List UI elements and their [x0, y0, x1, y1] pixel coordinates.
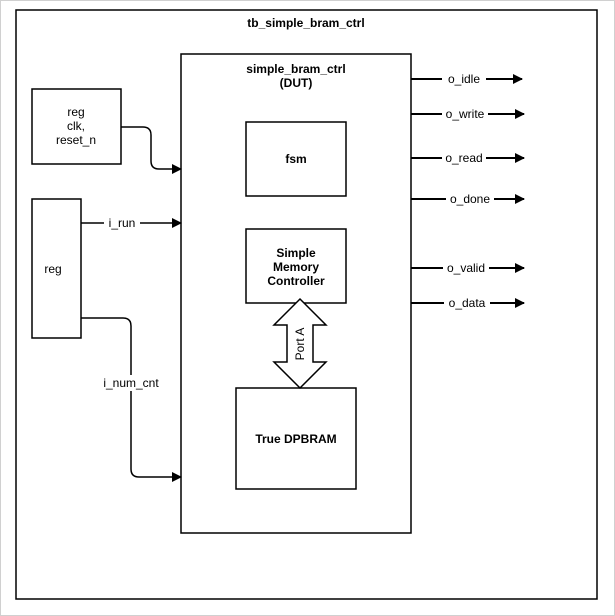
- reg-clk-label-3: reset_n: [56, 133, 96, 147]
- o-done-label-bg: [446, 191, 494, 207]
- fsm-block: [245, 121, 347, 197]
- reg-label: reg: [44, 262, 61, 276]
- o-data-label: o_data: [449, 296, 486, 310]
- o-write-label: o_write: [446, 107, 485, 121]
- o-idle-label: o_idle: [448, 72, 480, 86]
- reg-box: [31, 198, 82, 339]
- bram-label: True DPBRAM: [255, 432, 336, 446]
- clk-connector: [121, 126, 182, 174]
- testbench-frame: [15, 9, 598, 600]
- i-num-cnt-label-bg: [99, 375, 163, 391]
- o-read-label-bg: [442, 150, 486, 166]
- fsm-label: fsm: [285, 152, 306, 166]
- o-done-label: o_done: [450, 192, 490, 206]
- i-run-label-bg: [104, 214, 140, 230]
- port-a-label: Port A: [293, 328, 307, 361]
- memory-controller-label-3: Controller: [267, 274, 325, 288]
- memory-controller-label-1: Simple: [276, 246, 316, 260]
- o-data-label-bg: [444, 295, 490, 311]
- i-num-cnt-connector: [81, 317, 182, 482]
- memory-controller-label-2: Memory: [273, 260, 319, 274]
- reg-clk-label-2: clk,: [67, 119, 85, 133]
- o-write-label-bg: [442, 106, 488, 122]
- i-run-label: i_run: [109, 216, 136, 230]
- o-read-label: o_read: [445, 151, 482, 165]
- bram-block: [235, 387, 357, 490]
- dut-box: [180, 53, 412, 534]
- o-valid-label-bg: [443, 260, 489, 276]
- dut-subtitle: (DUT): [280, 76, 313, 90]
- reg-clk-label-1: reg: [67, 105, 84, 119]
- dut-title: simple_bram_ctrl: [246, 62, 345, 76]
- testbench-title: tb_simple_bram_ctrl: [247, 16, 364, 30]
- o-valid-label: o_valid: [447, 261, 485, 275]
- i-num-cnt-label: i_num_cnt: [103, 376, 159, 390]
- o-idle-label-bg: [442, 71, 486, 87]
